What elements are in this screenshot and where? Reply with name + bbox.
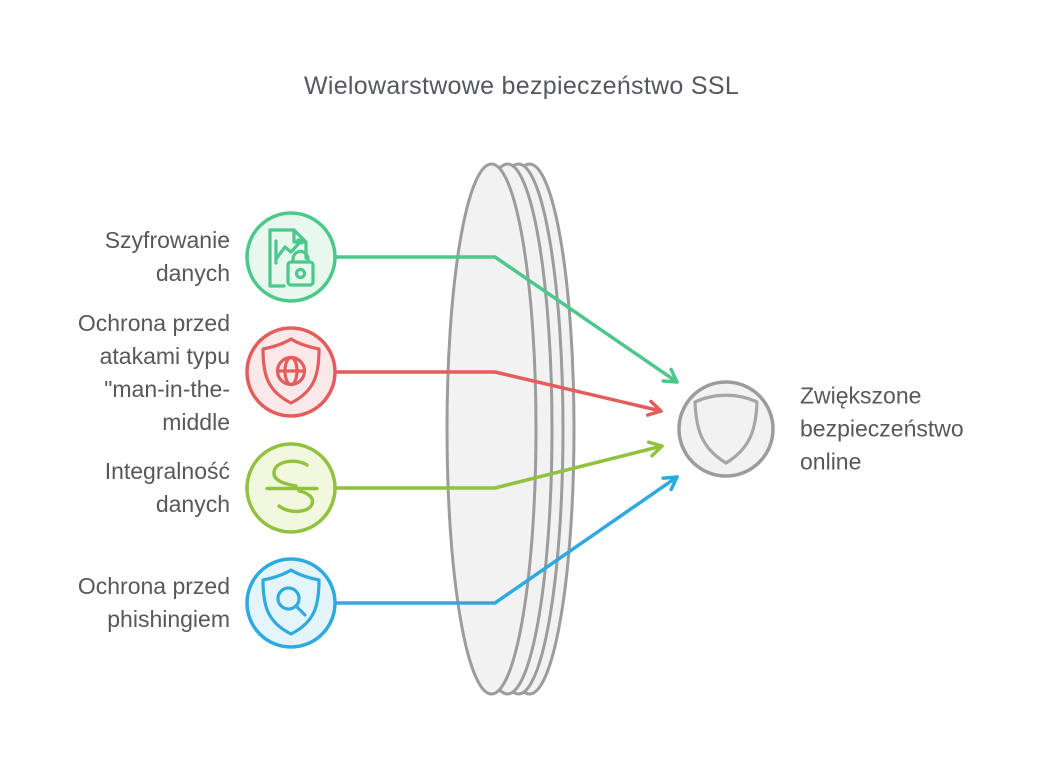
item-label-encryption: Szyfrowanie danych (104, 227, 230, 286)
data-integrity-icon (245, 442, 337, 534)
shield-magnifier-icon (245, 557, 337, 649)
shield-icon (677, 380, 775, 478)
document-chart-lock-icon (245, 211, 337, 303)
item-label-mitm: Ochrona przed atakami typu "man-in-the- … (77, 310, 230, 435)
lens-shape (445, 162, 576, 696)
item-label-integrity: Integralność danych (104, 458, 230, 517)
shield-globe-icon (245, 326, 337, 418)
flow-line-integrity (334, 440, 664, 490)
flow-line-mitm (334, 370, 663, 417)
result-label: Zwiększone bezpieczeństwo online (800, 382, 964, 475)
flow-line-phishing (334, 475, 679, 605)
flow-lines (334, 255, 679, 605)
item-label-phishing: Ochrona przed phishingiem (77, 573, 230, 632)
page-title: Wielowarstwowe bezpieczeństwo SSL (303, 72, 740, 100)
flow-line-encryption (334, 255, 679, 384)
